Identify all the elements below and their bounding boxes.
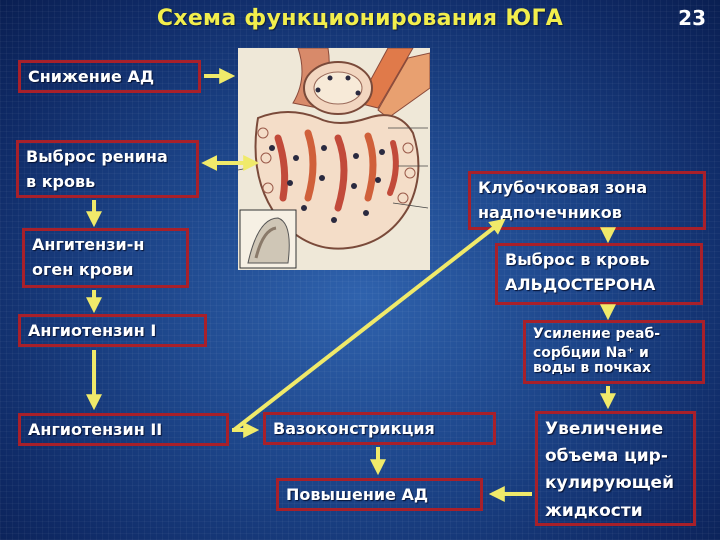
reabsorption-line-1: Усиление реаб- (533, 326, 661, 342)
vasoconstriction-text: Вазоконстрикция (273, 419, 435, 438)
adrenal-zone-line-2: надпочечников (478, 202, 622, 222)
box-adrenal-zone: Клубочковая зона надпочечников (468, 171, 706, 230)
adrenal-zone-line-1: Клубочковая зона (478, 178, 648, 197)
arrow-ang2-to-adrenal (232, 218, 506, 432)
juxtaglomerular-illustration (238, 48, 430, 270)
reabsorption-line-2: сорбции Na⁺ и (533, 344, 649, 361)
bp-increase-text: Повышение АД (286, 485, 429, 504)
bp-decrease-text: Снижение АД (28, 67, 155, 86)
page-number: 23 (678, 6, 706, 30)
box-angiotensinogen: Ангитензи-н оген крови (22, 228, 189, 288)
histology-drawing (238, 48, 430, 270)
box-bp-decrease: Снижение АД (18, 60, 201, 93)
box-vasoconstriction: Вазоконстрикция (263, 412, 496, 445)
fluid-volume-line-1: Увеличение (545, 419, 664, 439)
fluid-volume-line-4: жидкости (545, 500, 643, 521)
angiotensinogen-line-2: оген крови (32, 259, 134, 279)
aldosterone-line-2: АЛЬДОСТЕРОНА (505, 274, 656, 294)
page-title: Схема функционирования ЮГА (156, 6, 564, 31)
aldosterone-line-1: Выброс в кровь (505, 250, 650, 269)
box-renin-release: Выброс ренина в кровь (16, 140, 199, 198)
reabsorption-line-3: воды в почках (533, 359, 651, 376)
box-aldosterone: Выброс в кровь АЛЬДОСТЕРОНА (495, 243, 703, 305)
angiotensin-1-text: Ангиотензин I (28, 321, 157, 340)
renin-release-line-2: в кровь (26, 171, 96, 191)
fluid-volume-line-3: кулирующей (545, 473, 674, 494)
box-angiotensin-1: Ангиотензин I (18, 314, 207, 347)
renin-release-line-1: Выброс ренина (26, 147, 168, 166)
box-fluid-volume: Увеличение объема цир- кулирующей жидкос… (535, 411, 696, 526)
angiotensinogen-line-1: Ангитензи-н (32, 235, 145, 254)
box-angiotensin-2: Ангиотензин II (18, 413, 229, 446)
box-bp-increase: Повышение АД (276, 478, 483, 511)
box-reabsorption: Усиление реаб- сорбции Na⁺ и воды в почк… (523, 320, 705, 384)
fluid-volume-line-2: объема цир- (545, 446, 668, 467)
angiotensin-2-text: Ангиотензин II (28, 420, 163, 439)
